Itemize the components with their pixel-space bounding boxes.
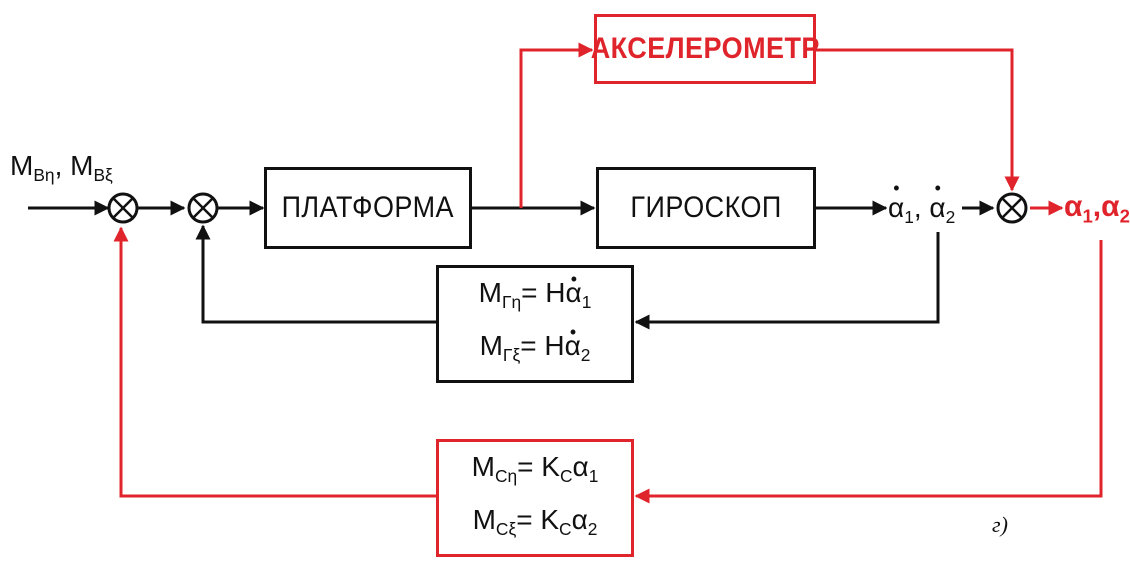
wire-correction-out <box>113 226 436 498</box>
gyro-moment-eq-2: MΓξ= Hα2 <box>480 324 591 377</box>
angular-rates-label: α1, α2 <box>888 192 955 228</box>
wire-correction-in <box>634 240 1103 504</box>
wire-gyro-feedback-out <box>195 224 436 324</box>
platform-label: ПЛАТФОРМА <box>281 191 455 224</box>
correction-moment-eq-1: MCη= KCα1 <box>471 450 599 486</box>
wire-accelerometer-sum3 <box>816 48 1020 192</box>
gyroscope-label: ГИРОСКОП <box>630 191 782 224</box>
wire-to-accelerometer <box>519 42 594 208</box>
wire-gyro-feedback-in <box>634 232 940 330</box>
summing-junction-1 <box>107 192 139 224</box>
correction-moment-block: MCη= KCα1 MCξ= KCα2 <box>436 439 634 557</box>
summing-junction-2 <box>187 192 219 224</box>
gyroscope-block: ГИРОСКОП <box>596 167 816 249</box>
accelerometer-block: АКСЕЛЕРОМЕТР <box>590 14 819 84</box>
accelerometer-label: АКСЕЛЕРОМЕТР <box>590 32 820 65</box>
figure-caption: г) <box>992 512 1008 537</box>
gyro-moment-eq-1: MΓη= Hα1 <box>479 271 592 324</box>
gyro-moment-block: MΓη= Hα1 MΓξ= Hα2 <box>436 265 634 383</box>
correction-moment-eq-2: MCξ= KCα2 <box>472 504 598 540</box>
output-angles-label: α1,α2 <box>1064 190 1130 227</box>
input-moments-label: MBη, MBξ <box>10 150 113 186</box>
platform-block: ПЛАТФОРМА <box>264 167 472 249</box>
summing-junction-3 <box>996 192 1028 224</box>
